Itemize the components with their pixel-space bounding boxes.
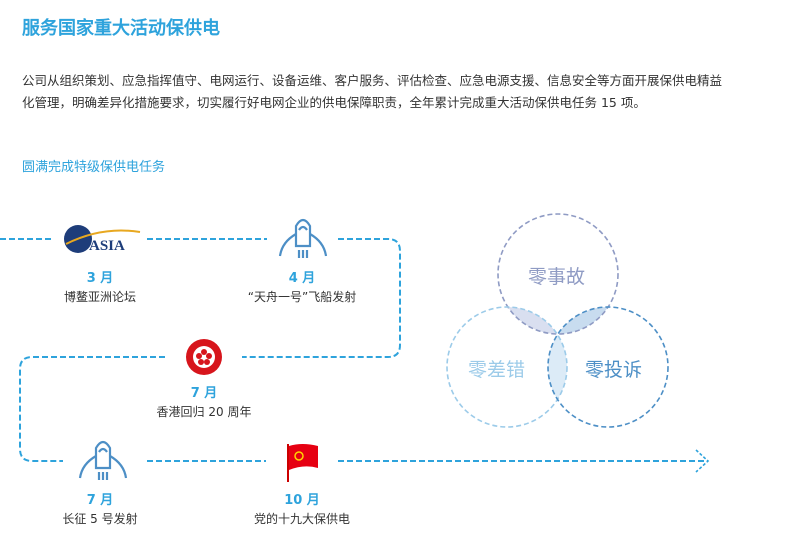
venn-circle-right <box>547 306 669 428</box>
svg-text:ASIA: ASIA <box>89 238 125 254</box>
venn-circle-left <box>446 306 568 428</box>
event-month: 7 月 <box>190 386 218 401</box>
party-flag-icon <box>287 444 318 482</box>
timeline-event: 4 月 “天舟一号”飞船发射 <box>222 267 382 305</box>
timeline-event: 3 月博鳌亚洲论坛 <box>20 267 180 305</box>
event-name: 香港回归 20 周年 <box>156 405 252 419</box>
event-month: 3 月 <box>86 271 114 286</box>
venn-diagram <box>446 213 669 428</box>
timeline-event: 7 月长征 5 号发射 <box>20 489 180 527</box>
venn-label-top: 零事故 <box>528 266 586 288</box>
venn-label-left: 零差错 <box>468 359 526 381</box>
event-name: 党的十九大保供电 <box>253 512 350 526</box>
venn-label-right: 零投诉 <box>585 359 643 381</box>
event-name: 长征 5 号发射 <box>62 512 138 526</box>
rocket-icon <box>278 218 328 258</box>
intro-paragraph: 公司从组织策划、应急指挥值守、电网运行、设备运维、客户服务、评估检查、应急电源支… <box>22 73 723 110</box>
event-month: 4 月 <box>288 271 316 286</box>
venn-circle-top <box>497 213 619 335</box>
page-title: 服务国家重大活动保供电 <box>22 18 220 39</box>
event-month: 7 月 <box>86 493 114 508</box>
section-subtitle: 圆满完成特级保供电任务 <box>22 160 166 175</box>
event-month: 10 月 <box>284 493 320 508</box>
timeline-event: 7 月香港回归 20 周年 <box>124 382 284 420</box>
rocket-icon <box>78 440 128 480</box>
event-name: “天舟一号”飞船发射 <box>247 290 357 304</box>
timeline-event: 10 月党的十九大保供电 <box>222 489 382 527</box>
hong-kong-emblem <box>186 339 222 375</box>
boao-asia-logo: ASIA <box>64 225 141 254</box>
event-name: 博鳌亚洲论坛 <box>63 290 136 304</box>
